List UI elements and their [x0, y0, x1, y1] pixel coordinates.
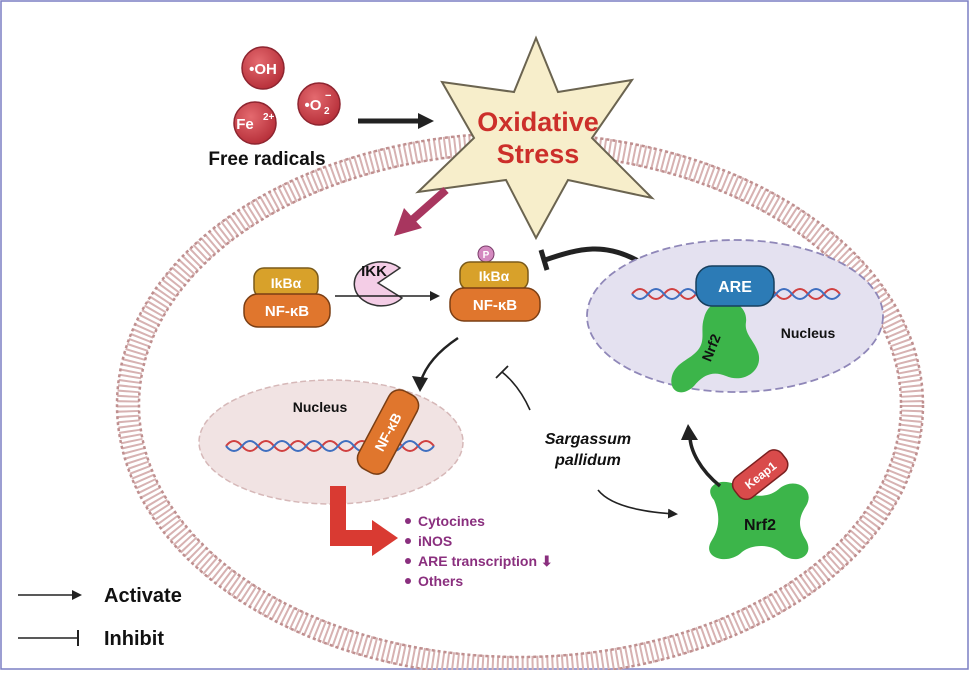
nrf2-inhibit-arc	[544, 246, 642, 265]
free-nrf2-keap1: Nrf2 Keap1	[709, 449, 809, 560]
compound-inhibit-bar	[495, 365, 509, 379]
left-ikba-label: IkBα	[271, 275, 302, 291]
left-ikba-nfkb-complex: IkBα NF-κB	[243, 267, 331, 328]
radical-oh-label: •OH	[249, 61, 277, 78]
left-nucleus: Nucleus NF-κB	[198, 379, 464, 505]
nucleus-nrf2-blob	[671, 301, 760, 393]
output-item: ARE transcription ⬇	[418, 553, 553, 569]
radical-fe-superscript: 2+	[263, 112, 275, 123]
gene-expression-arrow	[330, 486, 398, 556]
output-item: iNOS	[418, 533, 452, 549]
right-ikba-nfkb-complex: P IkBα NF-κB	[449, 245, 541, 322]
radical-o2-superscript: −	[325, 90, 331, 102]
radical-o2-subscript: 2	[324, 106, 330, 117]
radicals-to-stress-arrowhead	[418, 113, 434, 129]
nrf2-translocation-arrow	[688, 435, 722, 488]
radical-o2: •O 2 −	[297, 82, 341, 126]
compound-name-line2: pallidum	[554, 452, 621, 469]
translocation-arrowhead	[412, 376, 428, 392]
left-nucleus-nfkb: NF-κB	[356, 389, 420, 475]
oxidative-stress-star	[415, 35, 656, 241]
ikk-label: IKK	[361, 263, 387, 280]
radical-o2-label: •O	[305, 97, 322, 114]
nrf2-inhibit-bar	[538, 249, 550, 271]
left-nucleus-label: Nucleus	[293, 399, 348, 415]
legend-inhibit-label: Inhibit	[104, 628, 164, 650]
compound-name-line1: Sargassum	[545, 431, 631, 448]
free-nrf2-label: Nrf2	[744, 517, 776, 534]
phospho-label: P	[483, 250, 490, 261]
radical-fe: Fe 2+	[233, 101, 277, 145]
are-element	[695, 265, 775, 307]
stress-to-cell-block-arrow	[394, 187, 449, 236]
output-item: Cytocines	[418, 513, 485, 529]
are-label: ARE	[718, 279, 752, 296]
right-nfkb-label: NF-κB	[473, 297, 517, 314]
nrf2-translocation-arrowhead	[681, 424, 698, 440]
left-nfkb-pill	[243, 293, 331, 328]
oxidative-stress-line1: Oxidative	[477, 107, 599, 137]
left-dna-helix	[225, 440, 435, 452]
legend: Activate Inhibit	[18, 585, 182, 650]
free-radicals-label: Free radicals	[208, 149, 325, 170]
right-nfkb-pill	[449, 287, 541, 322]
right-nucleus-label: Nucleus	[781, 325, 836, 341]
free-nrf2-blob	[709, 481, 809, 560]
right-nucleus: Nrf2 ARE Nucleus	[586, 239, 884, 393]
radical-fe-label: Fe	[236, 116, 254, 133]
ikk-enzyme: IKK	[353, 261, 404, 307]
compound-inhibit-line	[501, 371, 531, 411]
oxidative-stress-line2: Stress	[497, 139, 580, 169]
compound-activate-arrow	[597, 489, 678, 519]
outputs-list: Cytocines iNOS ARE transcription ⬇ Other…	[405, 513, 553, 589]
right-ikba-label: IkBα	[479, 268, 510, 284]
legend-activate-label: Activate	[104, 585, 182, 607]
output-item: Others	[418, 573, 463, 589]
radical-oh: •OH	[241, 46, 285, 90]
left-nfkb-label: NF-κB	[265, 303, 309, 320]
translocation-arrow	[418, 336, 459, 385]
